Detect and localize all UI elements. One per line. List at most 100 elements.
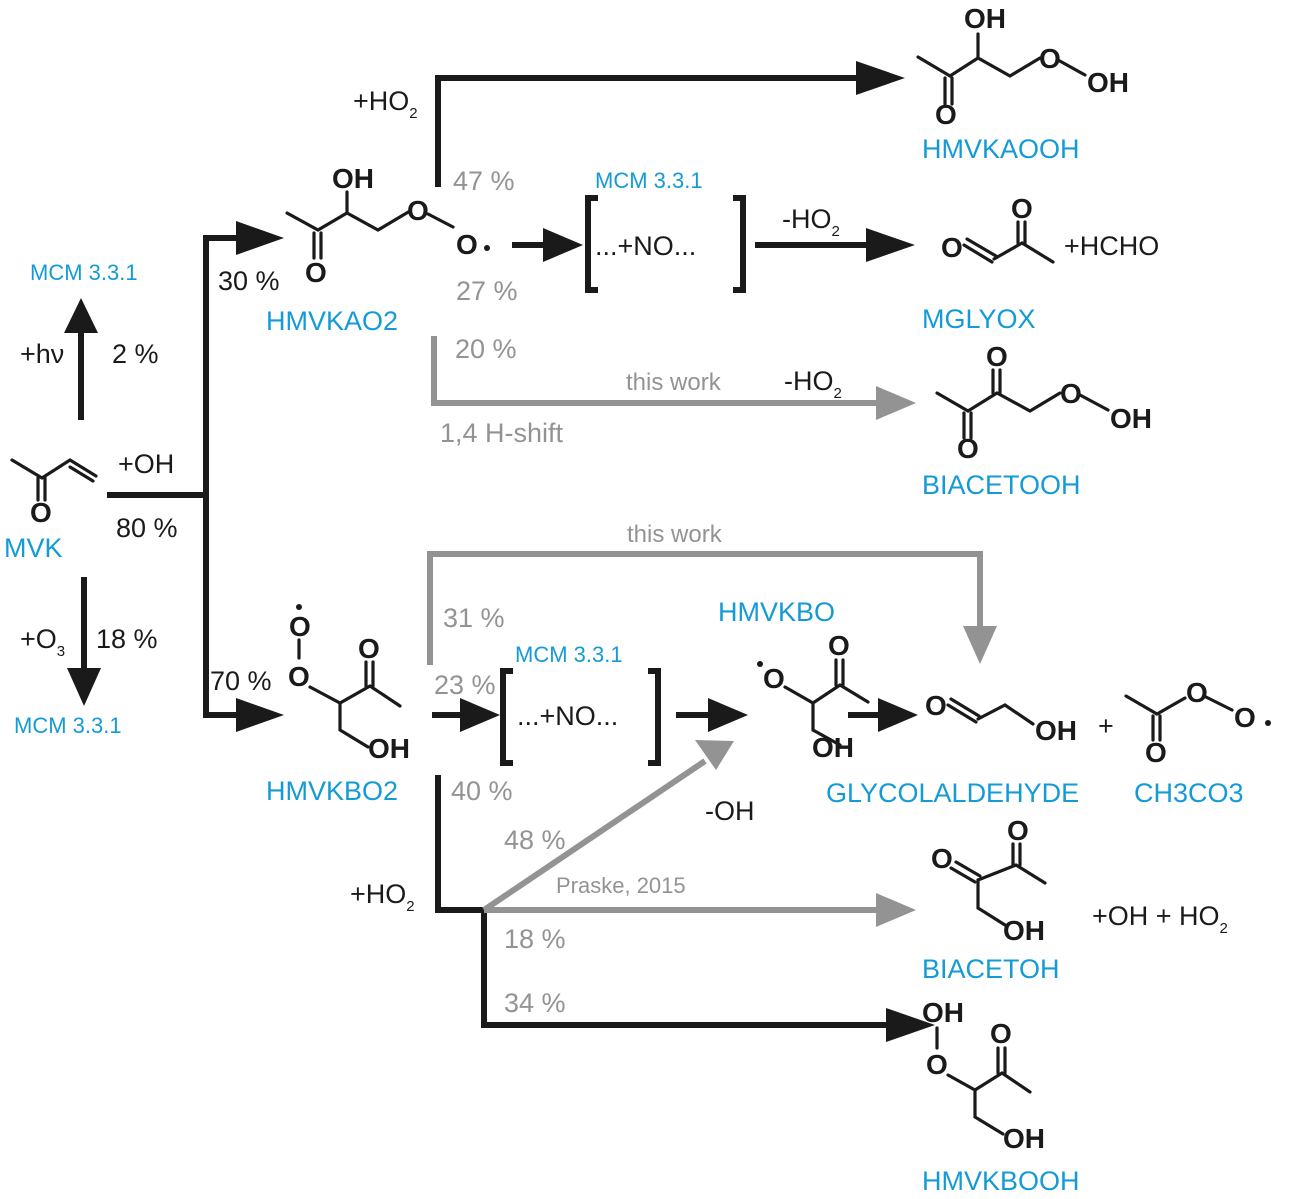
reagent-o3: +O3 [20,624,65,660]
structure-glycolaldehyde: O OH [925,690,1077,746]
pct-hmvkao2-ho2: 47 % [453,166,515,196]
reagent-hv: +hν [20,339,64,369]
atom-o: O [288,661,310,692]
atom-oh: OH [1035,715,1077,746]
pct-hmvkao2-no: 27 % [456,276,518,306]
atom-oh: OH [1003,1123,1045,1154]
pct-hmvkbo2-no: 23 % [434,670,496,700]
label-hmvkbo2: HMVKBO2 [266,776,398,806]
atom-o: O [407,195,429,226]
pct-to-hmvkao2: 30 % [218,266,280,296]
structure-hmvkbooh: OH O O OH [922,997,1045,1154]
arrow-mvk-oh-branch [107,221,284,732]
bracket-text-b: ...+NO... [517,701,618,731]
atom-oh: OH [1003,915,1045,946]
bracket-text-a: ...+NO... [595,231,696,261]
structure-hmvkaooh: OH O O OH [916,3,1129,130]
atom-o: O [1007,815,1029,846]
atom-o: O [986,341,1008,372]
reagent-ho2-b: +HO2 [350,879,415,915]
reagent-plus-hcho: +HCHO [1064,231,1159,261]
arrow-hmvkbo-products [848,698,918,732]
atom-o: O [30,497,52,528]
atom-o-radical: O [289,611,311,642]
label-h-shift: 1,4 H-shift [440,418,564,448]
atom-o: O [358,633,380,664]
structure-mvk: O [10,458,98,528]
arrow-ho2-biacetoh [484,893,916,927]
arrow-hmvkao2-hshift [431,336,916,420]
source-this-work-b: this work [627,521,723,548]
source-mcm-hmvkbo2-no: MCM 3.3.1 [515,642,623,667]
arrow-ho2-hmvkbo [482,740,734,913]
atom-o-radical: O [456,229,478,260]
pct-hmvkao2-hshift: 20 % [455,334,517,364]
bracket-no-bottom [500,668,661,766]
pct-oh: 80 % [116,513,178,543]
pct-hv: 2 % [112,339,159,369]
structure-biacetoh: O O OH [931,815,1047,946]
arrow-mvk-o3 [67,577,101,706]
structure-hmvkao2: OH O O O [285,163,490,288]
structure-mglyox: O O [941,193,1055,264]
reagent-ho2-a: +HO2 [353,86,418,122]
arrow-hmvkao2-ho2 [435,61,905,187]
atom-o: O [990,1018,1012,1049]
pct-ho2-hmvkbo: 48 % [504,825,566,855]
pct-ho2-biacetoh: 18 % [504,924,566,954]
atom-o: O [1145,737,1167,768]
source-mcm-hv: MCM 3.3.1 [30,260,138,285]
arrow-bracket-mglyox [755,228,915,262]
atom-o-radical: O [1234,702,1256,733]
reagent-plus: + [1098,711,1114,741]
atom-o: O [941,232,963,263]
atom-oh: OH [1110,403,1152,434]
label-mvk: MVK [4,533,63,563]
reagent-plus-oh-ho2: +OH + HO2 [1092,901,1228,937]
atom-o: O [926,1049,948,1080]
atom-oh: OH [964,3,1006,34]
atom-o: O [1039,43,1061,74]
atom-o: O [957,433,979,464]
label-ch3co3: CH3CO3 [1134,778,1244,808]
label-biacetoh: BIACETOH [922,954,1060,984]
label-hmvkao2: HMVKAO2 [266,306,398,336]
source-mcm-hmvkao2-no: MCM 3.3.1 [595,168,703,193]
pct-hmvkbo2-ho2: 40 % [451,776,513,806]
pct-ho2-hmvkbooh: 34 % [504,988,566,1018]
pct-hmvkbo2-hshift: 31 % [443,603,505,633]
atom-oh: OH [812,732,854,763]
atom-o: O [925,690,947,721]
reagent-minus-oh: -OH [705,796,755,826]
label-hmvkbo: HMVKBO [718,597,835,627]
atom-o: O [305,257,327,288]
source-mcm-o3: MCM 3.3.1 [14,713,122,738]
label-hmvkaooh: HMVKAOOH [922,134,1080,164]
structure-biacetooh: O O O OH [935,341,1152,464]
reagent-minus-ho2-a: -HO2 [782,204,840,240]
atom-o: O [828,630,850,661]
structure-ch3co3: O O O [1124,677,1271,768]
arrow-mvk-hv [64,298,98,420]
structure-hmvkbo: O O OH [757,630,870,763]
atom-o: O [931,843,953,874]
atom-oh: OH [922,997,964,1028]
arrow-bracket-hmvkbo [676,698,748,732]
atom-oh: OH [1087,67,1129,98]
source-this-work-a: this work [626,369,722,396]
reagent-oh: +OH [118,449,174,479]
arrow-hmvkbo2-hshift [427,551,997,665]
atom-o: O [1186,677,1208,708]
label-biacetooh: BIACETOOH [922,470,1081,500]
arrow-hmvkao2-no [512,228,583,262]
atom-oh: OH [332,163,374,194]
atom-o: O [1011,193,1033,224]
atom-o: O [935,99,957,130]
atom-o: O [1060,378,1082,409]
label-hmvkbooh: HMVKBOOH [922,1166,1080,1196]
bracket-no-top [585,195,746,293]
reagent-minus-ho2-b: -HO2 [784,366,842,402]
arrow-hmvkbo2-no [432,698,500,732]
label-mglyox: MGLYOX [922,304,1036,334]
